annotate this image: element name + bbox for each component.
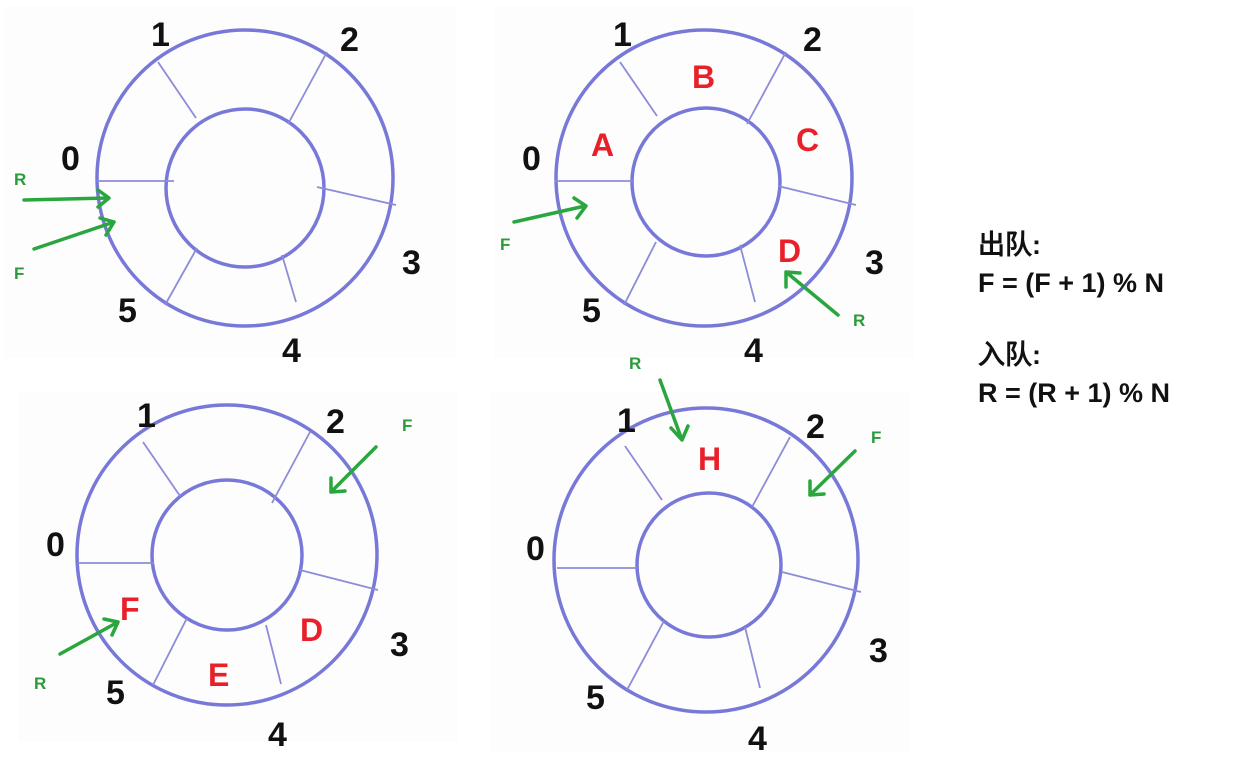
slot-divider bbox=[157, 61, 197, 119]
slot-divider bbox=[142, 441, 181, 497]
front-pointer-label: F bbox=[14, 264, 24, 283]
enqueue-title: 入队: bbox=[978, 340, 1041, 370]
slot-index-label: 0 bbox=[522, 140, 541, 178]
queue-diagram-2: 0 1 2 3 4 5 A B C D F R bbox=[494, 6, 914, 370]
panel-background bbox=[490, 392, 910, 752]
slot-index-label: 3 bbox=[869, 632, 888, 670]
slot-index-label: 5 bbox=[586, 679, 605, 717]
slot-divider bbox=[781, 571, 862, 593]
slot-divider bbox=[746, 51, 787, 125]
panel-background bbox=[494, 6, 914, 358]
queue-element-label: B bbox=[692, 59, 715, 95]
rear-pointer-arrow bbox=[784, 270, 840, 317]
dequeue-formula: F = (F + 1) % N bbox=[978, 268, 1165, 298]
rear-pointer-arrow bbox=[58, 617, 120, 656]
panel-background bbox=[18, 392, 458, 742]
slot-divider bbox=[265, 624, 282, 685]
enqueue-formula: R = (R + 1) % N bbox=[978, 378, 1171, 408]
inner-ring bbox=[150, 478, 304, 632]
front-pointer-arrow bbox=[808, 449, 857, 497]
front-pointer-label: F bbox=[871, 428, 881, 447]
slot-index-label: 2 bbox=[326, 403, 345, 441]
slot-index-label: 2 bbox=[340, 21, 359, 59]
slot-index-label: 5 bbox=[118, 292, 137, 330]
panel-background bbox=[4, 6, 456, 358]
queue-element-label: H bbox=[698, 441, 721, 477]
slot-index-label: 0 bbox=[526, 530, 545, 568]
rear-pointer-label: R bbox=[34, 674, 46, 693]
slot-divider bbox=[299, 569, 379, 591]
queue-element-label: A bbox=[591, 127, 614, 163]
front-pointer-arrow bbox=[512, 196, 588, 224]
front-pointer-arrow bbox=[32, 216, 116, 251]
front-pointer-label: F bbox=[402, 416, 412, 435]
slot-index-label: 4 bbox=[282, 332, 301, 370]
inner-ring bbox=[635, 491, 783, 639]
queue-element-label: D bbox=[778, 233, 801, 269]
slot-index-label: 2 bbox=[806, 408, 825, 446]
queue-diagram-3: 0 1 2 3 4 5 D E F F R bbox=[18, 392, 458, 754]
slot-index-label: 4 bbox=[268, 716, 287, 754]
slot-index-label: 0 bbox=[46, 526, 65, 564]
slot-divider bbox=[281, 254, 297, 303]
queue-element-label: D bbox=[300, 612, 323, 648]
rear-pointer-label: R bbox=[14, 170, 26, 189]
slot-divider bbox=[287, 51, 328, 125]
formula-legend: 出队: F = (F + 1) % N 入队: R = (R + 1) % N bbox=[978, 226, 1248, 412]
rear-pointer-label: R bbox=[629, 354, 641, 373]
slot-index-label: 5 bbox=[106, 674, 125, 712]
rear-pointer-arrow bbox=[22, 188, 111, 209]
queue-diagram-4: 0 1 2 3 4 5 H R F bbox=[490, 354, 910, 758]
outer-ring bbox=[554, 28, 854, 328]
slot-index-label: 1 bbox=[151, 16, 170, 54]
slot-divider bbox=[626, 620, 665, 691]
slot-divider bbox=[744, 626, 761, 689]
queue-element-label: E bbox=[208, 657, 229, 693]
slot-index-label: 4 bbox=[748, 720, 767, 758]
outer-ring bbox=[552, 406, 860, 714]
slot-divider bbox=[619, 61, 658, 117]
slot-divider bbox=[739, 244, 756, 303]
slot-divider bbox=[624, 445, 663, 501]
rear-pointer-label: R bbox=[853, 311, 865, 330]
slot-index-label: 1 bbox=[613, 16, 632, 54]
slot-index-label: 1 bbox=[617, 402, 636, 440]
slot-index-label: 3 bbox=[402, 244, 421, 282]
slot-divider bbox=[777, 185, 857, 206]
slot-divider bbox=[751, 436, 791, 508]
slot-index-label: 3 bbox=[865, 244, 884, 282]
front-pointer-label: F bbox=[500, 235, 510, 254]
slot-divider bbox=[316, 186, 397, 206]
slot-index-label: 5 bbox=[582, 292, 601, 330]
outer-ring bbox=[75, 403, 379, 707]
slot-divider bbox=[271, 431, 311, 504]
queue-diagram-1: 0 1 2 3 4 5 R F bbox=[4, 6, 456, 370]
dequeue-title: 出队: bbox=[978, 230, 1041, 260]
slot-index-label: 2 bbox=[803, 21, 822, 59]
slot-divider bbox=[152, 617, 188, 686]
slot-index-label: 4 bbox=[744, 332, 763, 370]
front-pointer-arrow bbox=[329, 445, 378, 494]
slot-index-label: 1 bbox=[137, 397, 156, 435]
slot-index-label: 0 bbox=[61, 140, 80, 178]
queue-element-label: F bbox=[120, 591, 140, 627]
slot-divider bbox=[164, 247, 198, 306]
outer-ring bbox=[95, 28, 395, 328]
inner-ring bbox=[630, 106, 782, 258]
queue-element-label: C bbox=[796, 122, 819, 158]
rear-pointer-arrow bbox=[658, 378, 690, 442]
slot-divider bbox=[623, 241, 657, 306]
slot-index-label: 3 bbox=[390, 626, 409, 664]
